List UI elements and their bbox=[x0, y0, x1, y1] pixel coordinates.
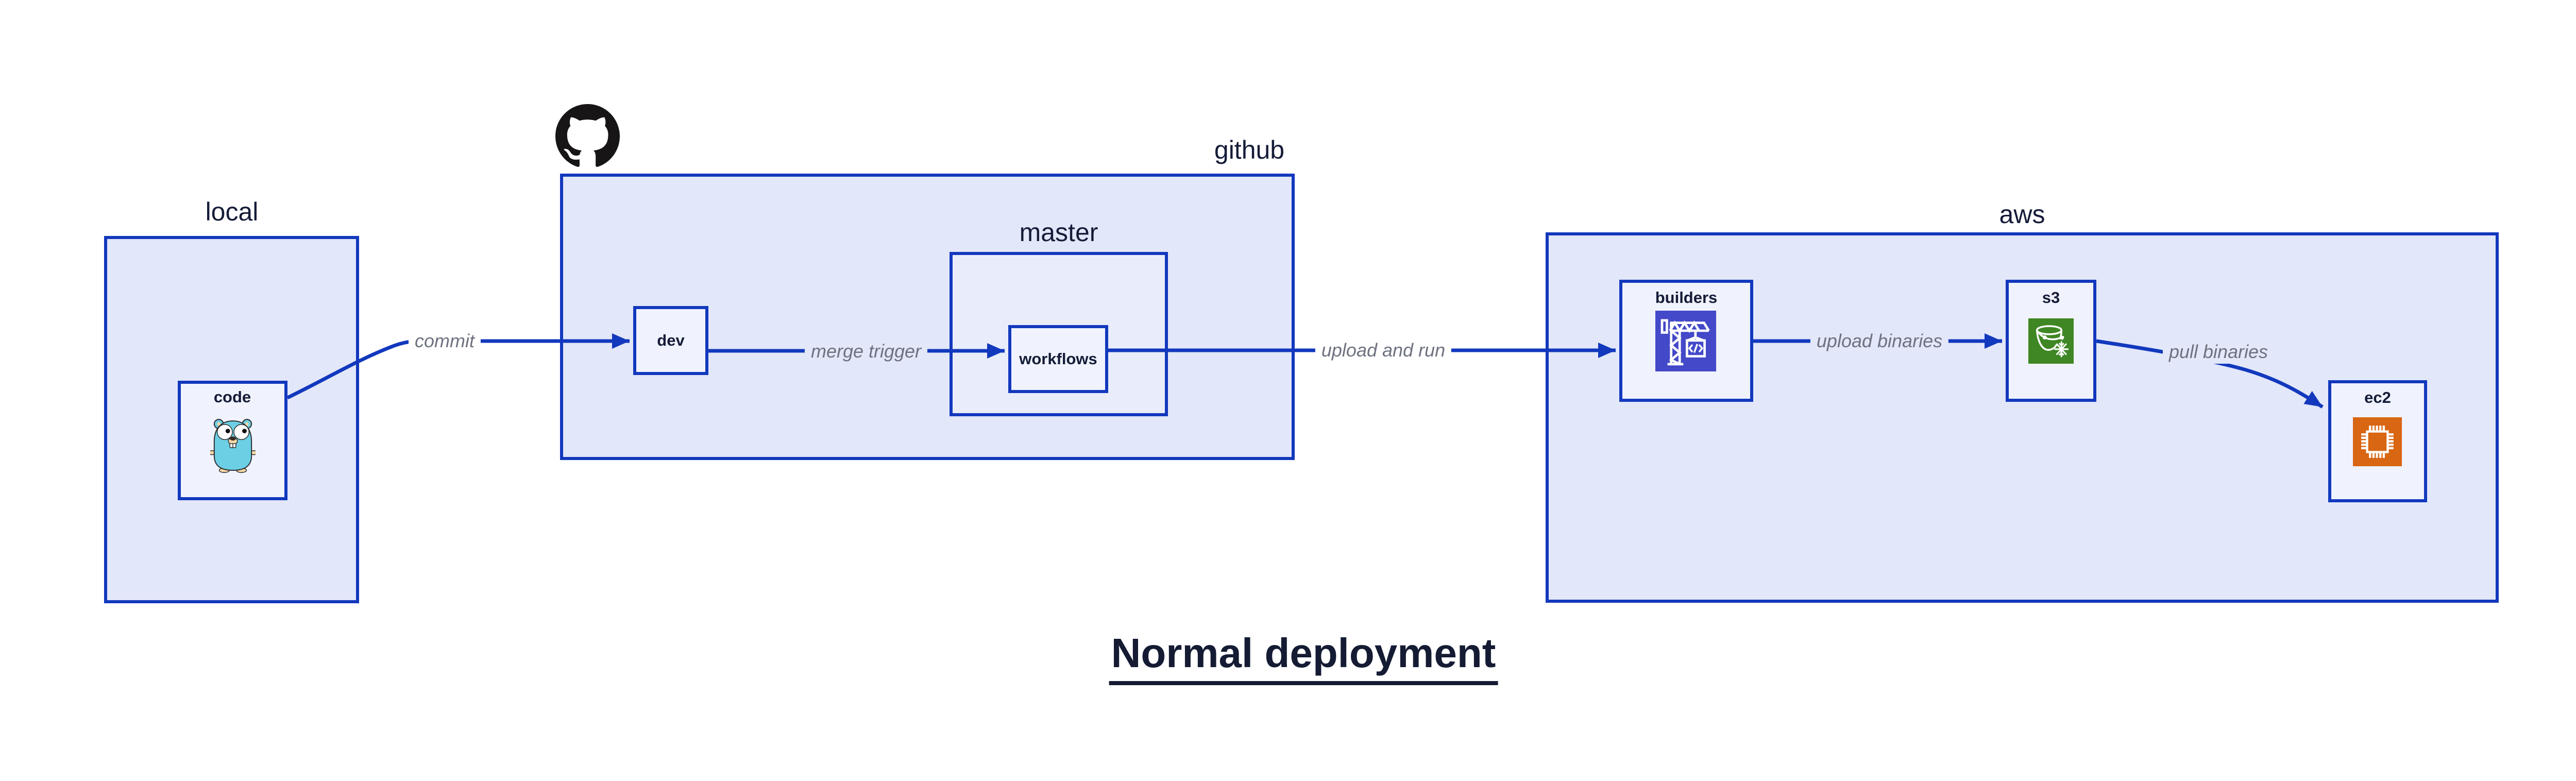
codebuild-crane-icon bbox=[1655, 311, 1716, 371]
group-label-master: master bbox=[1019, 218, 1098, 247]
connector-label-commit: commit bbox=[409, 329, 481, 353]
ec2-chip-icon bbox=[2353, 417, 2402, 466]
connector-label-upload-binaries: upload binaries bbox=[1810, 329, 1949, 353]
connector-label-upload-and-run: upload and run bbox=[1315, 338, 1452, 362]
node-label-s3: s3 bbox=[2042, 288, 2060, 307]
group-label-aws: aws bbox=[1999, 200, 2045, 229]
github-octocat-logo-icon bbox=[555, 104, 620, 168]
group-label-github: github bbox=[1214, 135, 1285, 164]
node-box-builders bbox=[1619, 280, 1753, 402]
connector-label-merge-trigger: merge trigger bbox=[804, 339, 928, 363]
node-label-dev: dev bbox=[657, 331, 685, 349]
node-label-ec2: ec2 bbox=[2364, 388, 2391, 406]
node-box-workflows bbox=[1008, 325, 1108, 393]
node-label-builders: builders bbox=[1655, 288, 1718, 307]
node-label-workflows: workflows bbox=[1019, 350, 1097, 368]
node-label-code: code bbox=[213, 388, 251, 406]
group-label-local: local bbox=[205, 197, 259, 226]
s3-glacier-bucket-icon bbox=[2028, 318, 2074, 364]
diagram-title: Normal deployment bbox=[1109, 630, 1498, 685]
node-box-dev bbox=[633, 306, 708, 375]
go-gopher-icon bbox=[208, 417, 258, 473]
connector-label-pull-binaries: pull binaries bbox=[2162, 340, 2275, 364]
